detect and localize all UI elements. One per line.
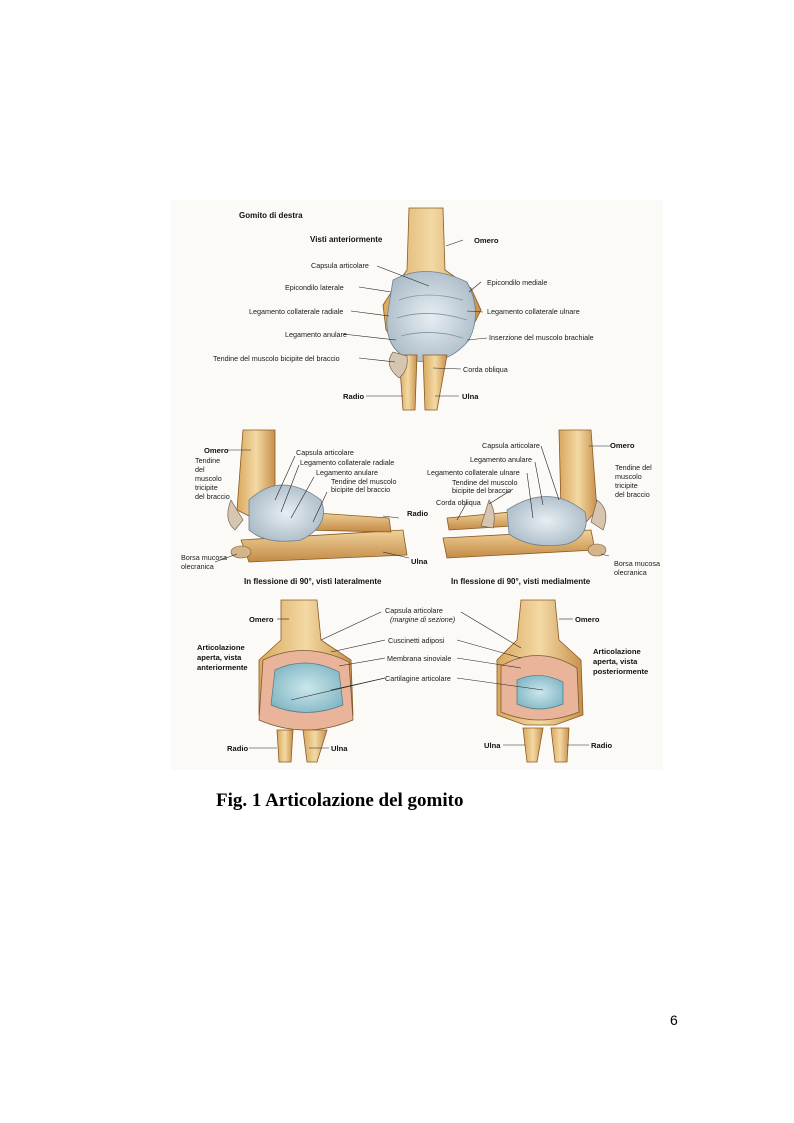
- label-legamento-collaterale-radiale: Legamento collaterale radiale: [249, 307, 343, 316]
- label-omero: Omero: [474, 236, 499, 245]
- label-omero-left: Omero: [249, 615, 274, 624]
- label-capsula-articolare: Capsula articolare: [482, 441, 540, 450]
- label-tendine-tricipite-4: del braccio: [615, 490, 650, 499]
- label-borsa-1: Borsa mucosa: [614, 559, 660, 568]
- label-inserzione-muscolo-brachiale: Inserzione del muscolo brachiale: [489, 333, 594, 342]
- label-ulna-left: Ulna: [331, 744, 348, 753]
- articular-cartilage: [270, 662, 344, 713]
- label-ulna: Ulna: [411, 557, 428, 566]
- label-radio-left: Radio: [227, 744, 248, 753]
- label-aperta-posteriore-3: posteriormente: [593, 667, 648, 676]
- label-omero-right: Omero: [575, 615, 600, 624]
- joint-capsule: [506, 496, 587, 547]
- label-capsula-articolare: Capsula articolare: [296, 448, 354, 457]
- label-membrana-sinoviale: Membrana sinoviale: [387, 654, 451, 663]
- figure-caption: Fig. 1 Articolazione del gomito: [216, 790, 464, 811]
- olecranon-bursa: [230, 545, 252, 559]
- panel-lateral-flexed: Omero Tendine del muscolo tricipite del …: [181, 429, 428, 586]
- label-corda-obliqua: Corda obliqua: [436, 498, 481, 507]
- triceps-tendon: [590, 499, 607, 531]
- articular-cartilage: [516, 675, 564, 710]
- panel-anterior-view: Gomito di destra Visti anteriormente Ome…: [213, 207, 594, 411]
- olecranon-bursa: [587, 543, 607, 557]
- label-ulna-right: Ulna: [484, 741, 501, 750]
- label-tendine-bicipite: Tendine del muscolo bicipite del braccio: [213, 354, 340, 363]
- panel-medial-flexed: Capsula articolare Omero Legamento anula…: [427, 429, 660, 586]
- heading-gomito-di-destra: Gomito di destra: [239, 211, 303, 220]
- caption-medial: In flessione di 90°, visti medialmente: [451, 577, 591, 586]
- label-capsula-articolare: Capsula articolare: [311, 261, 369, 270]
- label-tendine-tricipite-2: del: [195, 465, 205, 474]
- label-borsa-2: olecranica: [181, 562, 214, 571]
- caption-lateral: In flessione di 90°, visti lateralmente: [244, 577, 382, 586]
- ulna-bone: [302, 729, 328, 763]
- label-tendine-tricipite-3: tricipite: [615, 481, 638, 490]
- label-legamento-anulare: Legamento anulare: [285, 330, 347, 339]
- label-legamento-collaterale-radiale: Legamento collaterale radiale: [300, 458, 394, 467]
- panel-opened-joint: Omero Omero Capsula articolare (margine …: [197, 599, 648, 763]
- label-aperta-anteriore-2: aperta, vista: [197, 653, 242, 662]
- label-omero: Omero: [204, 446, 229, 455]
- label-tendine-bicipite-2: bicipite del braccio: [331, 485, 390, 494]
- label-cuscinetti-adiposi: Cuscinetti adiposi: [388, 636, 445, 645]
- label-cartilagine-articolare: Cartilagine articolare: [385, 674, 451, 683]
- triceps-tendon: [227, 499, 244, 531]
- label-borsa-1: Borsa mucosa: [181, 553, 227, 562]
- label-tendine-tricipite-3: muscolo: [195, 474, 222, 483]
- label-tendine-bicipite-1: Tendine del muscolo: [452, 478, 518, 487]
- ulna-bone: [522, 727, 544, 763]
- elbow-anatomy-figure: Gomito di destra Visti anteriormente Ome…: [171, 200, 663, 770]
- radius-bone: [276, 729, 294, 763]
- label-tendine-tricipite-1: Tendine: [195, 456, 220, 465]
- ulna-bone: [422, 354, 448, 411]
- label-tendine-tricipite-5: del braccio: [195, 492, 230, 501]
- label-legamento-anulare: Legamento anulare: [470, 455, 532, 464]
- label-corda-obliqua: Corda obliqua: [463, 365, 508, 374]
- label-radio-right: Radio: [591, 741, 612, 750]
- label-aperta-posteriore-2: aperta, vista: [593, 657, 638, 666]
- label-epicondilo-laterale: Epicondilo laterale: [285, 283, 344, 292]
- label-legamento-collaterale-ulnare: Legamento collaterale ulnare: [427, 468, 520, 477]
- label-radio: Radio: [407, 509, 428, 518]
- label-legamento-collaterale-ulnare: Legamento collaterale ulnare: [487, 307, 580, 316]
- joint-capsule: [248, 484, 324, 542]
- label-margine-sezione: (margine di sezione): [390, 615, 455, 624]
- label-tendine-bicipite-1: Tendine del muscolo: [331, 477, 397, 486]
- page-number: 6: [670, 1012, 678, 1028]
- label-tendine-tricipite-4: tricipite: [195, 483, 218, 492]
- label-tendine-tricipite-1: Tendine del: [615, 463, 652, 472]
- label-omero: Omero: [610, 441, 635, 450]
- label-tendine-tricipite-2: muscolo: [615, 472, 642, 481]
- label-aperta-anteriore-1: Articolazione: [197, 643, 245, 652]
- biceps-tendon: [388, 351, 408, 379]
- label-radio: Radio: [343, 392, 364, 401]
- label-tendine-bicipite-2: bicipite del braccio: [452, 486, 511, 495]
- label-borsa-2: olecranica: [614, 568, 647, 577]
- subheading-visti-anteriormente: Visti anteriormente: [310, 235, 383, 244]
- label-legamento-anulare: Legamento anulare: [316, 468, 378, 477]
- ligament-fibers: [396, 294, 468, 339]
- label-ulna: Ulna: [462, 392, 479, 401]
- label-aperta-anteriore-3: anteriormente: [197, 663, 248, 672]
- label-epicondilo-mediale: Epicondilo mediale: [487, 278, 547, 287]
- label-aperta-posteriore-1: Articolazione: [593, 647, 641, 656]
- radius-bone: [550, 727, 570, 763]
- label-capsula-articolare: Capsula articolare: [385, 606, 443, 615]
